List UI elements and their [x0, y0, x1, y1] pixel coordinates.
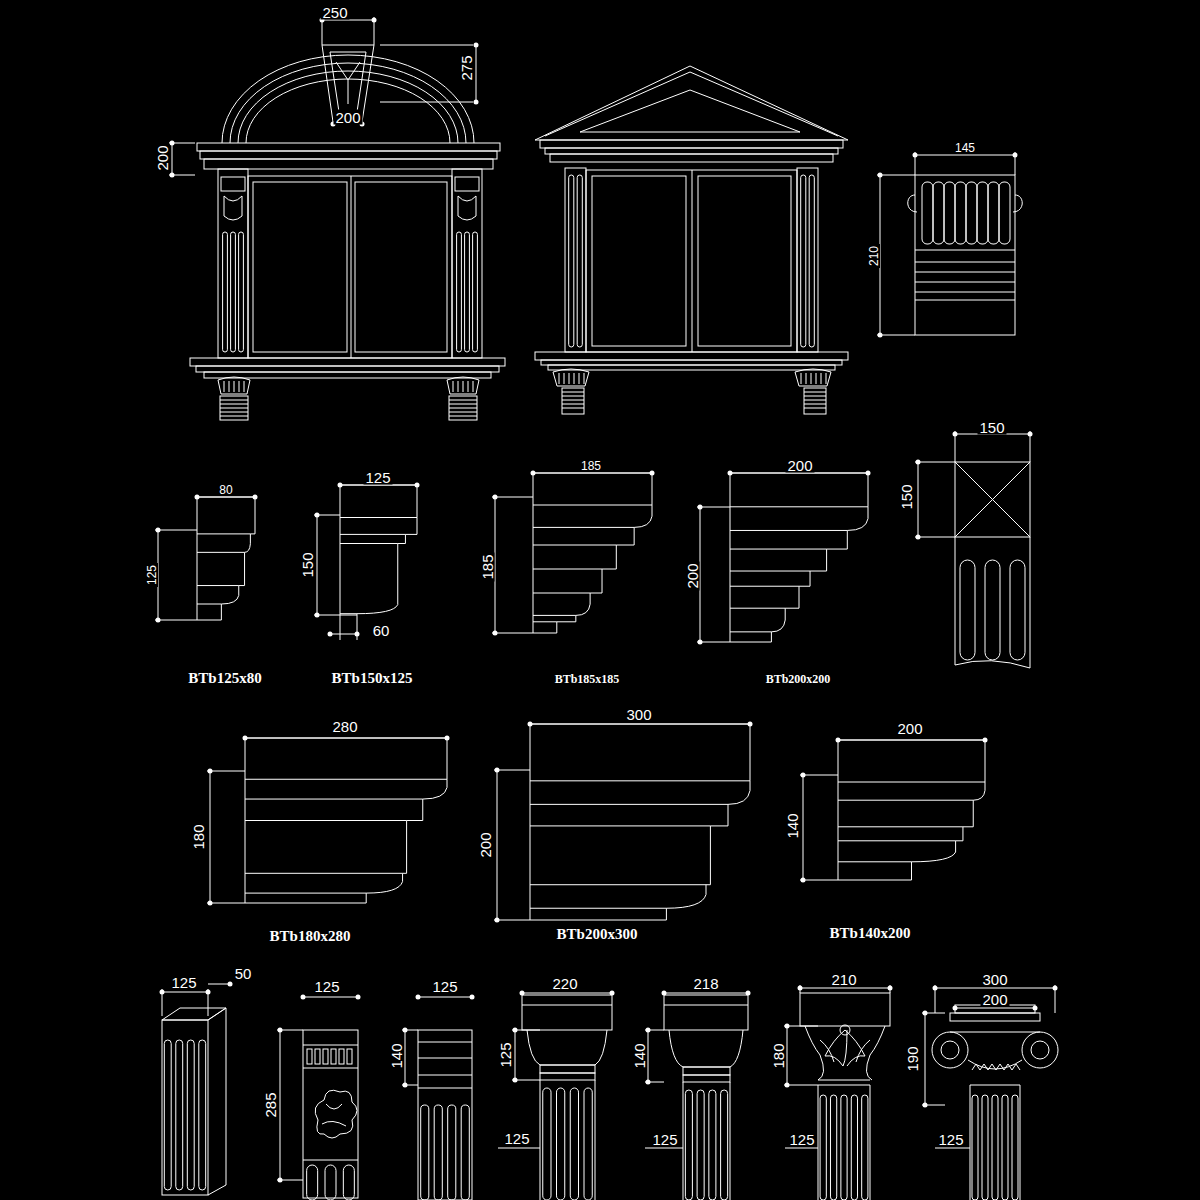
dimension-label: 60	[371, 623, 392, 638]
profile-code: BTb200x200	[764, 673, 833, 685]
profile-code: BTb125x80	[186, 671, 263, 686]
dimension-label: 150	[300, 550, 315, 579]
dimension-label: 180	[771, 1041, 786, 1070]
dimension-label: 190	[905, 1044, 920, 1073]
dimension-label: 200	[685, 561, 700, 590]
dimension-label: 250	[320, 5, 349, 20]
dimension-label: 140	[785, 811, 800, 840]
dimension-label: 300	[624, 707, 653, 722]
profile-code: BTb140x200	[828, 926, 913, 941]
dimension-label: 180	[191, 822, 206, 851]
dimension-label: 125	[502, 1131, 531, 1146]
dimension-label: 200	[478, 830, 493, 859]
dimension-label: 200	[980, 992, 1009, 1007]
profile-code: BTb180x280	[268, 929, 353, 944]
dimension-label: 185	[579, 460, 603, 472]
dimension-label: 145	[953, 142, 977, 154]
dimension-label: 150	[977, 420, 1006, 435]
line-work	[155, 17, 1058, 1200]
dimension-label: 210	[868, 244, 880, 268]
dimension-label: 220	[550, 976, 579, 991]
dimension-label: 125	[430, 979, 459, 994]
profile-code: BTb185x185	[553, 673, 622, 685]
profile-code: BTb150x125	[330, 671, 415, 686]
dimension-label: 140	[632, 1041, 647, 1070]
dimension-label: 285	[263, 1090, 278, 1119]
dimension-label: 80	[217, 484, 234, 496]
dimension-label: 125	[312, 979, 341, 994]
dimension-label: 125	[650, 1132, 679, 1147]
dimension-label: 200	[785, 458, 814, 473]
dimension-label: 280	[330, 719, 359, 734]
dimension-label: 150	[899, 482, 914, 511]
dimension-label: 218	[691, 976, 720, 991]
dimension-label: 200	[155, 143, 170, 172]
dimension-label: 125	[936, 1132, 965, 1147]
dimension-label: 125	[169, 975, 198, 990]
dimension-label: 200	[895, 721, 924, 736]
dimension-label: 275	[459, 53, 474, 82]
dimension-label: 125	[787, 1132, 816, 1147]
dimension-label: 140	[389, 1041, 404, 1070]
profile-code: BTb200x300	[555, 927, 640, 942]
dimension-label: 125	[146, 563, 158, 587]
dimension-label: 185	[480, 552, 495, 581]
dimension-label: 50	[233, 966, 254, 981]
dimension-label: 200	[333, 110, 362, 125]
dimension-label: 210	[829, 972, 858, 987]
dimension-label: 125	[498, 1040, 513, 1069]
dimension-label: 125	[363, 470, 392, 485]
dimension-label: 300	[980, 972, 1009, 987]
